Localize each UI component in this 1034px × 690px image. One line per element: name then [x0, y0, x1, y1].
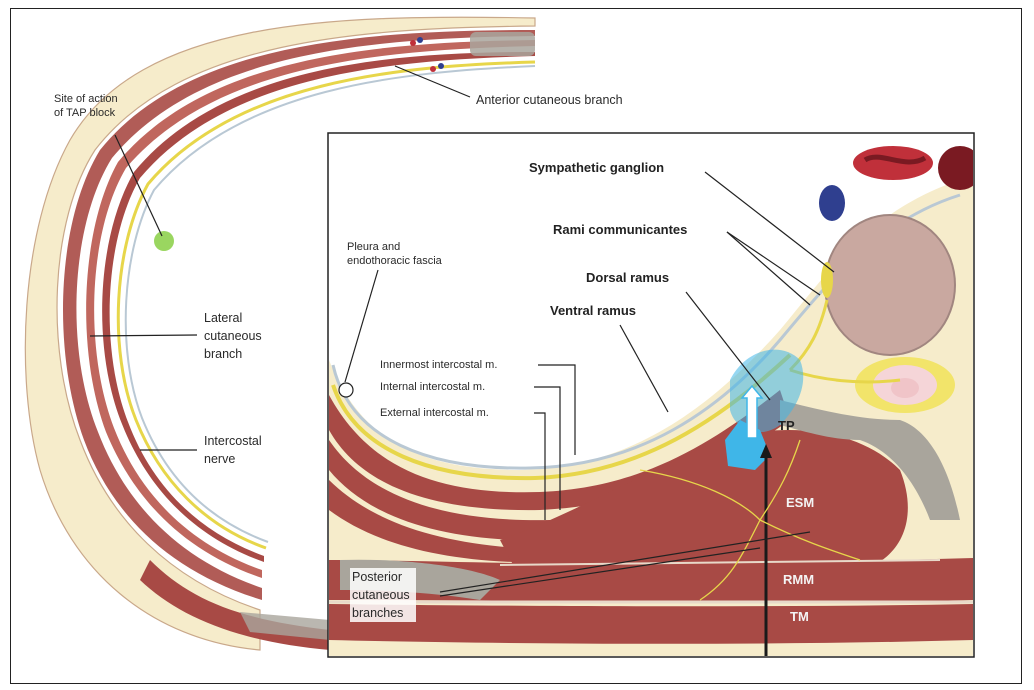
label-tp: TP — [778, 418, 795, 433]
label-ventral-ramus: Ventral ramus — [550, 303, 636, 318]
label-anterior-cutaneous-branch: Anterior cutaneous branch — [476, 91, 623, 109]
label-external-intercostal: External intercostal m. — [380, 406, 489, 420]
label-dorsal-ramus: Dorsal ramus — [586, 270, 669, 285]
label-lateral-cutaneous-branch: Lateral cutaneous branch — [204, 309, 262, 363]
label-rami-communicantes: Rami communicantes — [553, 222, 687, 237]
label-rmm: RMM — [783, 572, 814, 587]
label-esm: ESM — [786, 495, 814, 510]
label-innermost-intercostal: Innermost intercostal m. — [380, 358, 497, 372]
tap-site-marker — [154, 231, 174, 251]
inset-panel — [328, 133, 982, 657]
label-sympathetic-ganglion: Sympathetic ganglion — [529, 160, 664, 175]
label-internal-intercostal: Internal intercostal m. — [380, 380, 485, 394]
label-site-of-action: Site of action of TAP block — [54, 92, 118, 120]
label-pleura: Pleura and endothoracic fascia — [347, 240, 442, 268]
label-posterior-cutaneous-branches: Posterior cutaneous branches — [350, 568, 416, 622]
label-intercostal-nerve: Intercostal nerve — [204, 432, 262, 468]
label-tm: TM — [790, 609, 809, 624]
